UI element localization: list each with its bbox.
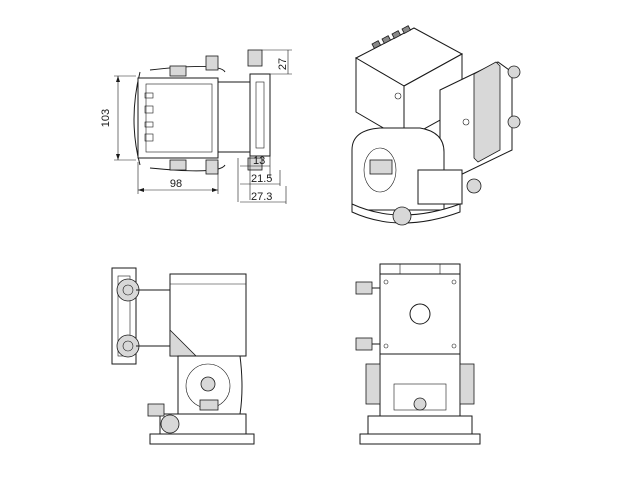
- ethernet-port-icon: [144, 105, 154, 114]
- front-knob-bottom: [355, 337, 373, 351]
- front-yoke-left: [365, 363, 381, 405]
- side-knob-top: [116, 278, 140, 302]
- front-view: [355, 263, 481, 445]
- bottom-knob: [169, 159, 187, 171]
- iso-knob-middle: [507, 115, 521, 129]
- dim-height-label: 103: [100, 109, 112, 127]
- iso-knob-side: [466, 178, 482, 194]
- power-port-icon: [144, 133, 154, 142]
- side-small-knob: [147, 403, 165, 417]
- side-view: [111, 267, 255, 445]
- front-lens: [409, 303, 431, 325]
- front-base: [367, 415, 473, 435]
- bracket-knob-top: [247, 49, 263, 67]
- front-base-plate: [359, 433, 481, 445]
- clamp-knob-bottom: [205, 159, 219, 175]
- port-icon: [144, 92, 154, 99]
- iso-port-icon: [371, 40, 382, 49]
- iso-knob-top: [507, 65, 521, 79]
- top-view-box: [137, 77, 219, 159]
- dim-right-b-label: 21.5: [251, 173, 272, 185]
- side-base-knob: [160, 414, 180, 434]
- side-knob-bottom: [116, 334, 140, 358]
- iso-base-plate: [351, 203, 461, 224]
- dim-right-a-label: 13: [253, 155, 265, 167]
- front-yoke-right: [459, 363, 475, 405]
- top-knob: [169, 65, 187, 77]
- usb-port-icon: [144, 121, 154, 128]
- side-base-plate: [149, 433, 255, 445]
- front-knob-top: [355, 281, 373, 295]
- side-bracket: [249, 73, 271, 157]
- iso-knob-bottom: [392, 206, 412, 226]
- iso-rail: [473, 61, 501, 163]
- front-top-rail: [379, 263, 461, 275]
- dim-right-c-label: 27.3: [251, 191, 272, 203]
- iso-gimbal-side: [417, 169, 463, 205]
- clamp-knob-top: [205, 55, 219, 71]
- dim-width-label: 98: [170, 178, 182, 190]
- top-view: 103 98 27 13 21.5 27.3: [100, 49, 292, 204]
- dim-top-right-label: 27: [277, 58, 289, 70]
- isometric-view: [351, 25, 521, 226]
- side-box: [169, 273, 247, 357]
- bracket-knob-bottom: [247, 157, 263, 171]
